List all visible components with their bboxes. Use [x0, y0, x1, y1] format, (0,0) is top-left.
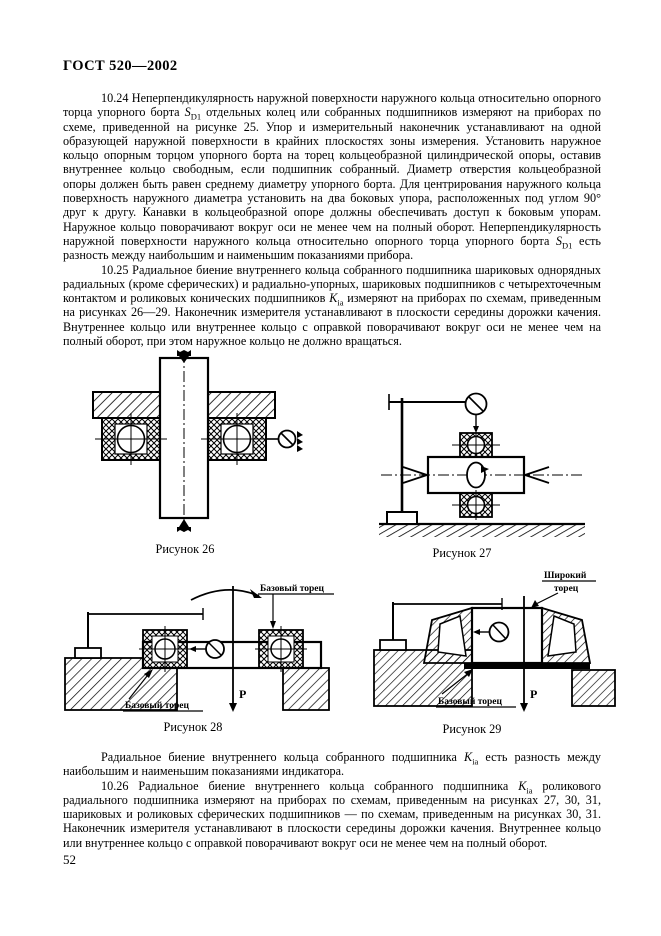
text-run: Радиальное биение внутреннего кольца соб… [101, 750, 465, 764]
center-point-right [524, 466, 550, 484]
tapered-roller [437, 614, 467, 657]
symbol-s: S [555, 233, 563, 248]
figure-27-drawing [379, 392, 585, 537]
bearing-section-right [201, 413, 273, 465]
text-run: 10.25 Радиальное биение внутреннего коль… [63, 262, 601, 306]
label-base-face-top: Базовый торец [258, 583, 334, 629]
bearing-section-left [139, 626, 191, 672]
symbol-s-subscript: D1 [562, 240, 573, 251]
paragraph-10-25: 10.25 Радиальное биение внутреннего коль… [63, 263, 601, 349]
ground-hatch [379, 522, 585, 537]
label-base-face: Базовый торец [436, 669, 516, 708]
load-label: Р [239, 687, 246, 701]
bearing-top [452, 430, 500, 460]
figure-29-drawing: Р Широкий торец Базовый торец [373, 570, 616, 712]
figure-26-caption: Рисунок 26 [155, 542, 215, 556]
paragraph-10-26: 10.26 Радиальное биение внутреннего коль… [63, 779, 601, 850]
housing-blocks [92, 391, 276, 419]
text-run: измеряют на приборах по схемам, приведен… [63, 291, 601, 349]
figure-28: Р Базовый торец Базовый торец Рисунок 28 [63, 578, 338, 735]
text-run: отдельных колец или собранных подшипнико… [63, 105, 602, 248]
indicator-stand [74, 608, 204, 659]
figure-28-caption: Рисунок 28 [163, 720, 223, 734]
top-center-support [177, 350, 191, 363]
outer-ring-right [541, 606, 592, 664]
document-title: ГОСТ 520—2002 [63, 58, 178, 74]
symbol-s: S [184, 105, 191, 120]
figure-27: Рисунок 27 [377, 362, 589, 561]
figure-29: Р Широкий торец Базовый торец Рисунок 29 [372, 566, 617, 737]
text-block-top: 10.24 Неперпендикулярность наружной пове… [63, 91, 601, 348]
symbol-k-subscript: ia [337, 297, 344, 308]
indicator-stand [379, 598, 503, 651]
dial-indicator-icon [266, 429, 303, 452]
svg-text:Базовый торец: Базовый торец [260, 583, 324, 594]
paragraph-10-24: 10.24 Неперпендикулярность наружной пове… [63, 91, 601, 263]
load-arrow: Р [229, 586, 246, 712]
bottom-center-support [177, 519, 191, 532]
svg-text:торец: торец [554, 584, 579, 594]
dial-indicator-icon [189, 639, 225, 659]
figure-26: Рисунок 26 [85, 350, 305, 557]
base-face-bar [464, 663, 590, 669]
load-label: Р [530, 687, 537, 701]
symbol-s-subscript: D1 [190, 111, 202, 122]
load-arrow: Р [520, 596, 537, 712]
symbol-k: K [518, 778, 527, 793]
dial-indicator-icon [473, 621, 510, 643]
figure-29-caption: Рисунок 29 [442, 722, 502, 736]
dial-indicator-icon [464, 392, 488, 433]
figure-27-caption: Рисунок 27 [432, 546, 492, 560]
outer-ring-left [422, 606, 473, 664]
label-wide-face: Широкий торец [531, 570, 596, 608]
center-point-left [402, 466, 428, 484]
figure-28-drawing: Р Базовый торец Базовый торец [64, 583, 334, 712]
rotation-tick [481, 466, 489, 473]
tapered-roller [547, 614, 577, 657]
page-number: 52 [63, 852, 76, 867]
symbol-k-subscript: ia [526, 785, 533, 796]
text-run: роликового радиального подшипника измеря… [63, 778, 601, 850]
text-block-bottom: Радиальное биение внутреннего кольца соб… [63, 750, 601, 850]
svg-text:Базовый торец: Базовый торец [438, 696, 502, 707]
bearing-section-right [255, 626, 307, 672]
text-run: 10.24 Неперпендикулярность наружной пове… [63, 91, 601, 120]
bearing-bottom [452, 490, 500, 520]
symbol-k-subscript: ia [472, 756, 479, 767]
symbol-k: K [464, 750, 473, 764]
label-base-face-bottom: Базовый торец [123, 669, 203, 712]
paragraph-radial-runout: Радиальное биение внутреннего кольца соб… [63, 750, 601, 779]
text-run: есть разность между наибольшим и наимень… [63, 750, 601, 779]
svg-text:Широкий: Широкий [544, 570, 587, 581]
svg-text:Базовый торец: Базовый торец [125, 700, 189, 711]
shaft-block [381, 455, 585, 495]
rotation-arrow [190, 588, 262, 601]
indicator-stand [386, 394, 467, 525]
text-run: есть разность между наибольшим и наимень… [63, 233, 601, 263]
symbol-k: K [329, 291, 338, 306]
spring-stop-icon [297, 431, 303, 452]
bearing-section-left [95, 413, 167, 465]
figure-26-drawing [92, 350, 303, 532]
ground-support [373, 649, 616, 707]
text-run: 10.26 Радиальное биение внутреннего коль… [101, 778, 519, 793]
